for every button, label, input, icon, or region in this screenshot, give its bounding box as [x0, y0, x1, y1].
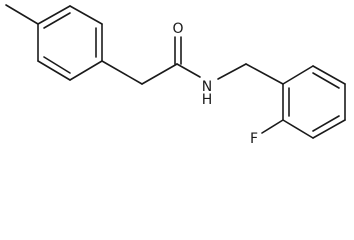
bond-ring1: [69, 60, 103, 81]
bond-c-f: [261, 119, 284, 134]
bond-ring2: [282, 119, 314, 139]
bond-n-ch2: [217, 63, 247, 80]
bond-amide: [176, 63, 201, 78]
bond-benzyl: [245, 63, 284, 85]
bond-ring2: [312, 119, 346, 139]
bond-ring2-double: [312, 72, 340, 89]
hydrogen-label: H: [202, 92, 213, 108]
bond-ring1: [69, 5, 103, 25]
nitrogen-label: N: [202, 79, 212, 95]
bond-ring2: [282, 65, 314, 85]
bond-ch2: [101, 60, 143, 85]
bond-ring2-double: [312, 115, 340, 132]
bond-ch2-carbonyl: [141, 63, 178, 85]
oxygen-label: O: [172, 21, 183, 37]
bond-methyl: [5, 4, 39, 25]
atom-labels: O N H F: [172, 21, 258, 147]
bond-ring1: [37, 60, 71, 81]
bonds: [5, 4, 346, 139]
structure-diagram: O N H F: [5, 4, 346, 147]
bond-ring1-double: [43, 12, 71, 29]
fluorine-label: F: [250, 131, 258, 147]
bond-ring1-double: [43, 56, 71, 74]
bond-ring2: [312, 65, 346, 85]
bond-ring1: [37, 5, 71, 25]
